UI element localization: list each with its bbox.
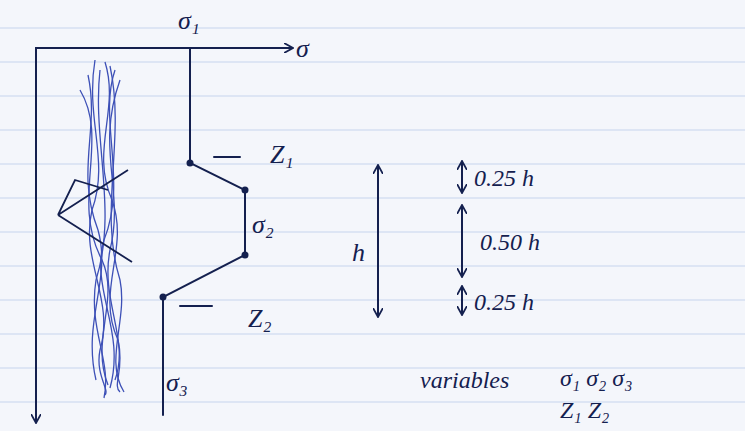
note-label: Z₁ Z₂ (560, 398, 609, 422)
stress-label: σ₁ (178, 8, 200, 34)
stress-label: σ₂ (252, 212, 274, 238)
axis-label: σ (296, 36, 309, 62)
dimension-label: 0.25 h (474, 290, 534, 314)
stress-label: σ₃ (166, 370, 188, 396)
dimension-label: 0.50 h (480, 230, 540, 254)
dimension-label: h (352, 240, 365, 266)
note-label: variables (420, 368, 509, 392)
depth-label: Z₂ (248, 306, 272, 332)
depth-label: Z₁ (270, 142, 294, 168)
dimension-label: 0.25 h (474, 166, 534, 190)
note-label: σ₁ σ₂ σ₃ (560, 366, 633, 390)
